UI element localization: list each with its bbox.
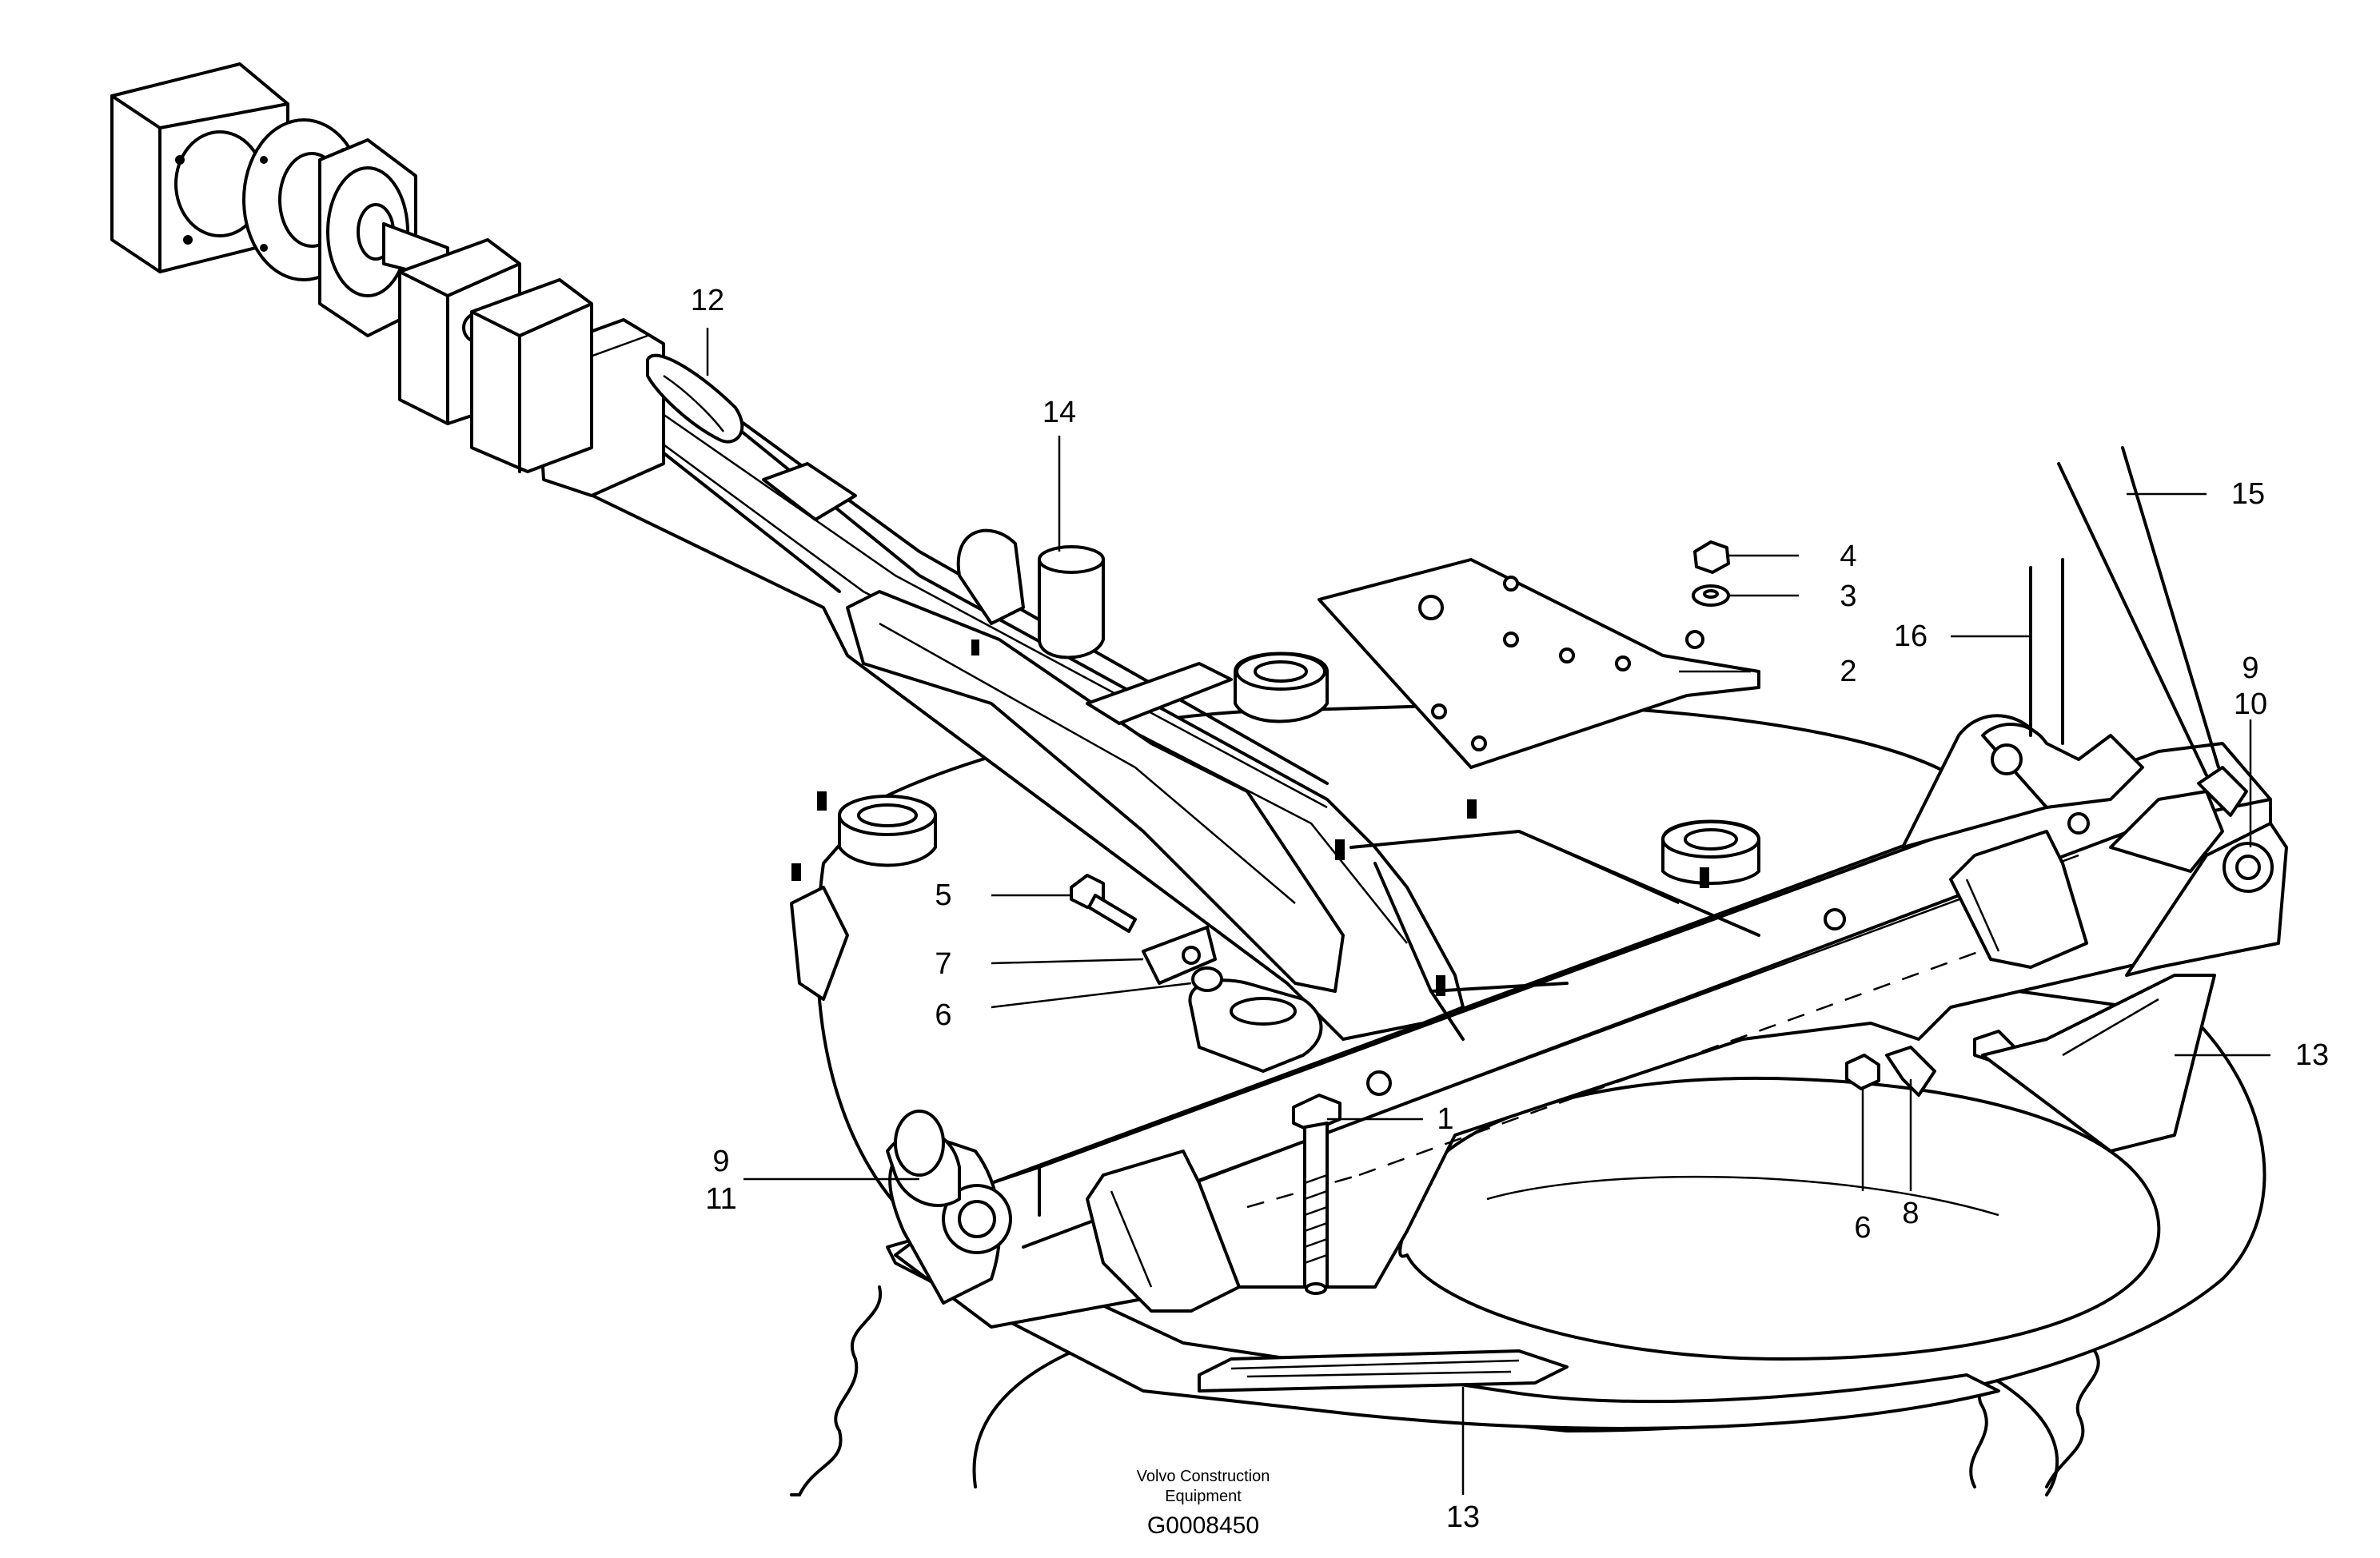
boom-beam — [534, 318, 1465, 1041]
callout-6-left: 6 — [935, 998, 951, 1032]
callout-10: 10 — [2234, 687, 2267, 721]
mount-brackets — [1901, 714, 2248, 873]
callout-9-right: 9 — [2242, 651, 2258, 685]
caption-company-line2: Equipment — [1165, 1488, 1242, 1505]
callouts: 1 2 3 4 5 7 6 6 8 9 11 9 10 12 13 13 14 … — [691, 284, 2329, 1534]
callout-4: 4 — [1840, 540, 1856, 573]
fasteners — [791, 540, 2016, 1295]
callout-13-bottom: 13 — [1446, 1500, 1480, 1534]
callout-5: 5 — [935, 879, 951, 912]
callout-6-right: 6 — [1854, 1211, 1871, 1245]
leader-lines — [706, 328, 2270, 1495]
main-frame — [886, 742, 2288, 1329]
callout-2: 2 — [1840, 655, 1856, 688]
caption-company: Volvo Construction — [1137, 1468, 1270, 1485]
callout-1: 1 — [1437, 1102, 1453, 1136]
callout-9-left: 9 — [712, 1145, 729, 1178]
hose-lines — [2029, 446, 2220, 777]
callout-3: 3 — [1840, 580, 1856, 613]
caption-block: Volvo Construction Equipment G0008450 — [1137, 1468, 1270, 1539]
callout-12: 12 — [691, 284, 724, 317]
drawing-number: G0008450 — [1147, 1512, 1259, 1539]
inner-rails — [1349, 830, 1760, 1041]
callout-16: 16 — [1894, 620, 1928, 653]
motor-coupling — [110, 62, 593, 473]
callout-11: 11 — [705, 1182, 736, 1216]
platform-plate — [1318, 558, 1760, 769]
callout-14: 14 — [1042, 396, 1076, 429]
callout-7: 7 — [935, 947, 951, 981]
callout-8: 8 — [1902, 1197, 1919, 1230]
callout-15: 15 — [2231, 477, 2265, 511]
callout-13-right: 13 — [2295, 1038, 2329, 1072]
